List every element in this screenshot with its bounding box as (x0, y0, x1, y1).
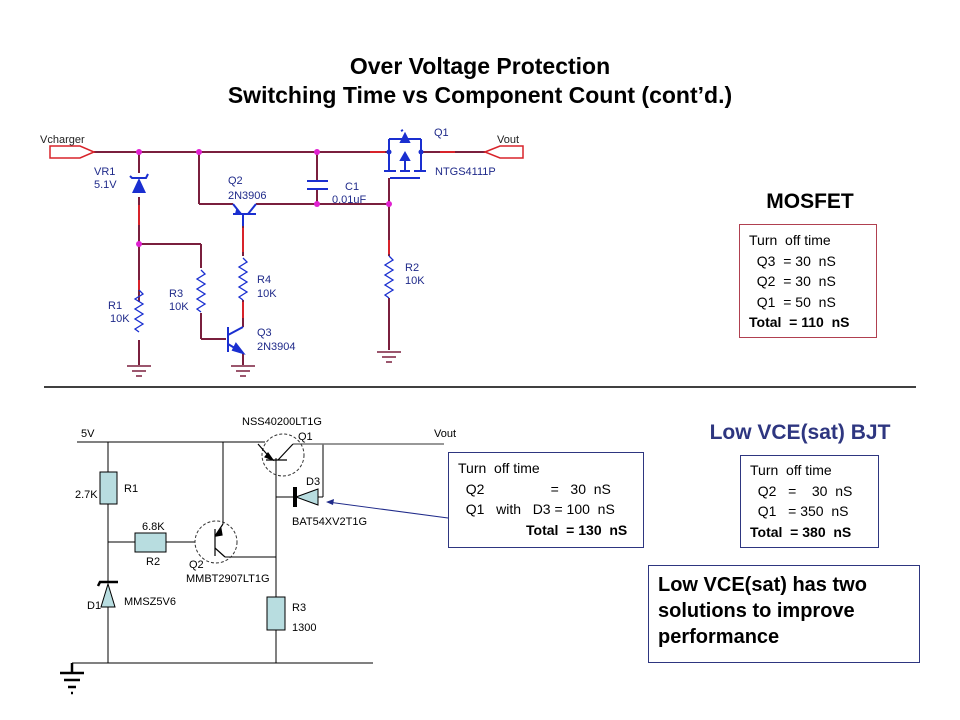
q1-part: NSS40200LT1G (242, 416, 322, 428)
q1-mosfet-icon (384, 129, 426, 179)
r2-ref: R2 (405, 262, 419, 274)
r2-ref: R2 (146, 556, 160, 568)
r3-ref: R3 (169, 288, 183, 300)
d1-ref: D1 (87, 600, 101, 612)
timing-total: Total = 130 nS (526, 521, 628, 538)
r4-resistor-icon (237, 257, 249, 301)
mosfet-heading: MOSFET (766, 190, 854, 213)
r1-resistor-icon (99, 471, 118, 505)
ground-icon (377, 351, 401, 363)
r1-ref: R1 (108, 300, 122, 312)
vcharger-port-icon (49, 145, 96, 159)
vout-label: Vout (434, 428, 456, 440)
timing-title: Turn off time (749, 232, 831, 248)
r4-ref: R4 (257, 274, 271, 286)
junction-dot (418, 149, 424, 155)
vr1-value: 5.1V (94, 179, 117, 191)
timing-title: Turn off time (750, 462, 832, 478)
r1-value: 2.7K (75, 489, 98, 501)
d1-zener-icon (96, 580, 118, 608)
q3-ref: Q3 (257, 327, 272, 339)
mosfet-timing-box: Turn off time Q3 = 30 nS Q2 = 30 nS Q1 =… (739, 224, 877, 338)
q2-transistor-icon (232, 203, 257, 226)
q2-bjt-icon (214, 523, 226, 558)
q1-ref: Q1 (298, 431, 313, 443)
r3-resistor-icon (195, 269, 207, 313)
c1-capacitor-icon (307, 180, 328, 190)
c1-value: 0.01uF (332, 194, 367, 206)
r1-ref: R1 (124, 483, 138, 495)
q2-value: 2N3906 (228, 190, 267, 202)
q2-ref: Q2 (189, 559, 204, 571)
callout-arrow-icon (326, 499, 334, 505)
r1-value: 10K (110, 313, 130, 325)
q3-value: 2N3904 (257, 341, 296, 353)
d3-part: BAT54XV2T1G (292, 516, 367, 528)
d3-callout-line (327, 501, 449, 519)
timing-row: Q2 = 30 nS (749, 273, 836, 289)
vcharger-label: Vcharger (40, 134, 85, 146)
5v-label: 5V (81, 428, 95, 440)
q2-part: MMBT2907LT1G (186, 573, 270, 585)
r2-value: 6.8K (142, 521, 165, 533)
timing-total: Total = 110 nS (749, 314, 850, 330)
r3-value: 10K (169, 301, 189, 313)
timing-row: Q1 with D3 = 100 nS (458, 501, 615, 517)
timing-row: Q2 = 30 nS (750, 482, 853, 499)
r1-resistor-icon (133, 289, 145, 333)
ground-icon (127, 365, 151, 377)
vout-port-icon (482, 145, 524, 159)
q1-package-outline (261, 433, 305, 477)
slide-title: Over Voltage Protection (349, 53, 611, 79)
vr1-ref: VR1 (94, 166, 115, 178)
conclusion-note: Low VCE(sat) has two solutions to improv… (648, 565, 920, 663)
slide-subtitle: Switching Time vs Component Count (cont’… (227, 82, 733, 108)
r2-value: 10K (405, 275, 425, 287)
timing-row: Q1 = 50 nS (749, 293, 836, 310)
r2-resistor-icon (134, 532, 167, 553)
q3-transistor-icon (227, 326, 246, 355)
r2-resistor-icon (383, 255, 395, 299)
d3-diode-icon (293, 487, 319, 507)
timing-row: Q1 = 350 nS (750, 503, 849, 519)
r3-resistor-icon (266, 596, 286, 631)
ground-icon (231, 365, 255, 377)
bjt-d3-timing-box: Turn off time Q2 = 30 nS Q1 with D3 = 10… (448, 452, 644, 548)
r3-ref: R3 (292, 602, 306, 614)
r4-value: 10K (257, 288, 277, 300)
vout-label: Vout (497, 134, 519, 146)
d3-ref: D3 (306, 476, 320, 488)
vr1-zener-icon (129, 173, 149, 193)
d1-part: MMSZ5V6 (124, 596, 176, 608)
timing-row: Q3 = 30 nS (749, 252, 836, 269)
q1-value: NTGS4111P (435, 166, 496, 178)
bjt-heading: Low VCE(sat) BJT (709, 421, 891, 444)
timing-total: Total = 380 nS (750, 523, 852, 540)
ground-icon (60, 663, 84, 695)
c1-ref: C1 (345, 181, 359, 193)
q1-bjt-icon (257, 443, 294, 462)
q2-package-outline (194, 520, 238, 564)
r3-value: 1300 (292, 622, 316, 634)
timing-row: Q2 = 30 nS (458, 480, 611, 497)
junction-dots (136, 149, 392, 247)
q1-ref: Q1 (434, 127, 449, 139)
timing-title: Turn off time (458, 460, 540, 476)
q2-ref: Q2 (228, 175, 243, 187)
bjt-timing-box: Turn off time Q2 = 30 nS Q1 = 350 nS Tot… (740, 455, 879, 548)
junction-dot (386, 149, 392, 155)
